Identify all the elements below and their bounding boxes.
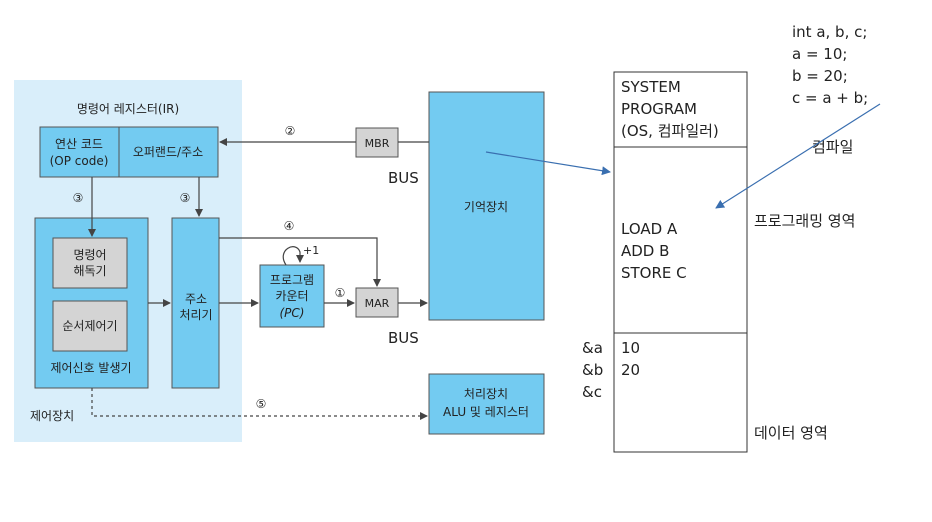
memory-unit xyxy=(428,91,545,321)
step-3-right: ③ xyxy=(180,191,191,205)
program-counter xyxy=(259,264,325,328)
control-unit-label: 제어장치 xyxy=(30,409,74,423)
sequencer-label: 순서제어기 xyxy=(62,319,117,333)
pc-increment-label: +1 xyxy=(303,244,319,257)
pc-increment-loop xyxy=(282,246,304,266)
bus-upper-label: BUS xyxy=(388,169,419,187)
source-line-4: c = a + b; xyxy=(792,89,868,107)
pc-sub-label: 카운터 xyxy=(275,289,308,303)
data-label-a: &a xyxy=(582,339,603,357)
sequence-controller xyxy=(52,300,128,352)
mbr-label: MBR xyxy=(365,137,390,150)
address-processor-label: 주소 xyxy=(185,292,207,306)
data-label-b: &b xyxy=(582,361,603,379)
program-line-add: ADD B xyxy=(621,242,669,260)
system-program-line-3: (OS, 컴파일러) xyxy=(621,122,719,140)
opcode-sub-label: (OP code) xyxy=(50,154,109,168)
arrow-compile-to-program xyxy=(715,103,881,209)
data-value-b: 20 xyxy=(621,361,640,379)
pc-label: 프로그램 xyxy=(270,273,314,287)
step-2: ② xyxy=(285,124,296,138)
step-4: ④ xyxy=(284,219,295,233)
program-line-load: LOAD A xyxy=(621,220,678,238)
arrow-memory-to-map xyxy=(485,151,611,176)
compile-label: 컴파일 xyxy=(812,138,853,156)
decoder-sub-label: 해독기 xyxy=(73,264,106,278)
signal-generator-label: 제어신호 발생기 xyxy=(50,361,131,375)
processing-unit-label: 처리장치 xyxy=(464,387,508,401)
system-program-line-2: PROGRAM xyxy=(621,100,697,118)
source-line-2: a = 10; xyxy=(792,45,847,63)
address-processor xyxy=(171,217,220,389)
program-line-store: STORE C xyxy=(621,264,687,282)
data-area-label: 데이터 영역 xyxy=(754,424,828,442)
bus-lower-label: BUS xyxy=(388,329,419,347)
instruction-decoder xyxy=(52,237,128,289)
address-processor-sub-label: 처리기 xyxy=(179,308,212,322)
source-line-1: int a, b, c; xyxy=(792,23,867,41)
operand-label: 오퍼랜드/주소 xyxy=(133,145,203,159)
program-area-label: 프로그래밍 영역 xyxy=(754,212,855,230)
opcode-label: 연산 코드 xyxy=(55,137,103,151)
mar-label: MAR xyxy=(365,297,390,310)
data-label-c: &c xyxy=(582,383,602,401)
decoder-label: 명령어 xyxy=(73,248,106,262)
pc-abbrev: (PC) xyxy=(280,306,305,320)
memory-unit-label: 기억장치 xyxy=(464,200,508,214)
arrow-address-to-mar xyxy=(219,237,381,287)
processing-unit-sub-label: ALU 및 레지스터 xyxy=(443,405,529,419)
step-3-left: ③ xyxy=(73,191,84,205)
step-5: ⑤ xyxy=(256,397,267,411)
system-program-line-1: SYSTEM xyxy=(621,78,681,96)
processing-unit xyxy=(428,373,545,435)
step-1: ① xyxy=(335,286,346,300)
memory-map xyxy=(613,71,748,453)
data-value-a: 10 xyxy=(621,339,640,357)
source-line-3: b = 20; xyxy=(792,67,848,85)
instruction-register xyxy=(39,126,219,178)
ir-title: 명령어 레지스터(IR) xyxy=(77,102,179,116)
